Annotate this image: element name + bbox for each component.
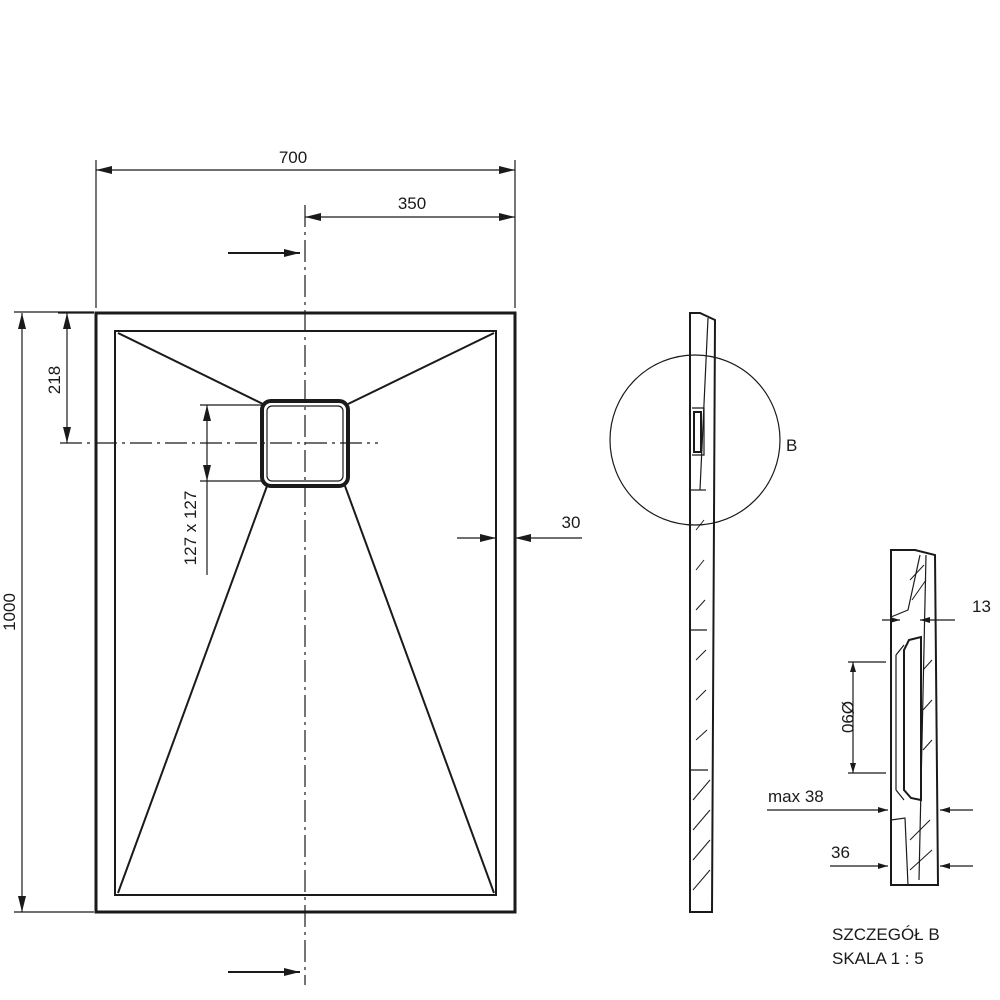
detail-scale: SKALA 1 : 5 [832, 949, 924, 968]
detail-hatch [909, 564, 933, 871]
dim-700-label: 700 [279, 148, 307, 167]
dim-diameter-label: Ø90 [838, 701, 857, 733]
detail-b-marker: B [786, 436, 797, 455]
dim-max38-label: max 38 [768, 787, 824, 806]
detail-b-circle [609, 354, 781, 526]
side-hatch [692, 519, 711, 891]
dim-13-label: 13 [972, 597, 991, 616]
detail-title: SZCZEGÓŁ B [832, 925, 940, 944]
dim-30-label: 30 [562, 513, 581, 532]
dim-1000-label: 1000 [0, 593, 19, 631]
dim-350-label: 350 [398, 194, 426, 213]
dim-36-label: 36 [831, 843, 850, 862]
dim-218-label: 218 [45, 366, 64, 394]
side-view: B [609, 312, 797, 913]
slope-lines [117, 332, 495, 894]
detail-b: 13 Ø90 max 38 36 SZCZEGÓŁ B SKALA 1 : 5 [767, 549, 991, 968]
dim-127-label: 127 x 127 [181, 491, 200, 566]
top-view: 700 350 218 1000 127 x 127 30 [0, 148, 582, 985]
